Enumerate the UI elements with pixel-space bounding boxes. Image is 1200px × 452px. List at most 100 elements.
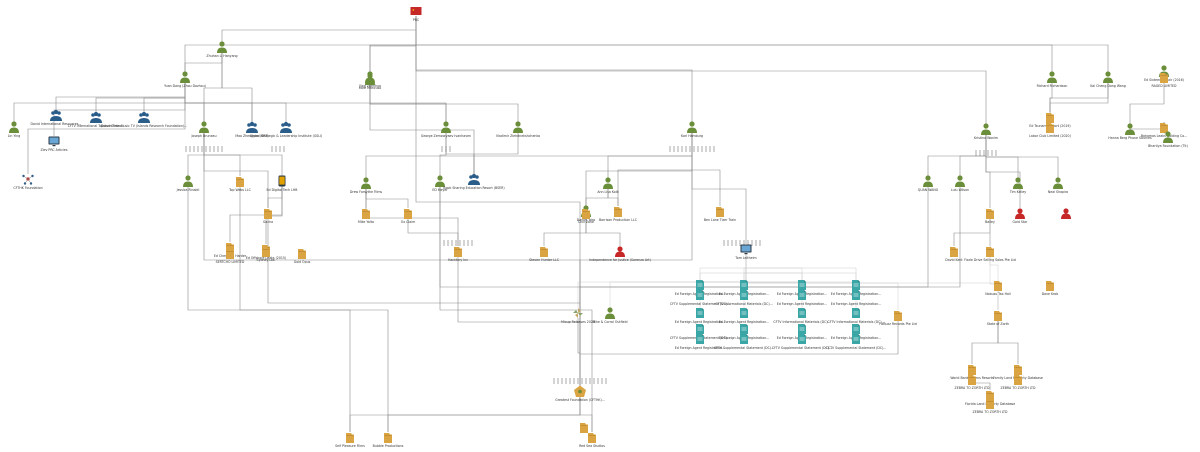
node-label: Ed Foreign Agent Registration... [718,320,770,324]
node-label: Zhuhan Li Hanyang [206,54,238,58]
edge-kai_cheng_hong-labor_hub[interactable] [1049,82,1109,122]
edge-kristina_wanim-gold_star[interactable] [985,134,1021,208]
node-label: Mike Yalta [358,220,374,224]
edge-tom_leitheim-cftv_info_2[interactable] [745,254,803,308]
doc-icon [693,287,707,301]
node-label: Ed Offshore Leaks (2015) [245,256,287,260]
person-icon [215,39,229,53]
edge-yuan_dang-cfthk[interactable] [27,82,186,174]
edge-tom_leitheim-mike_corral[interactable] [609,254,747,308]
doc-icon [795,331,809,345]
edge-ann_lisa-barrison[interactable] [607,188,619,206]
node-label: Yuan Dang (Zhou Dazhou) [164,84,206,88]
edge-gacha-cctv_studio[interactable] [267,218,581,386]
folder-icon [891,307,905,321]
folder-icon [579,205,593,219]
edge-karl_hamburg-tom_leitheim[interactable] [691,132,747,244]
edge-ed_meyer-red_sea_studios[interactable] [439,186,593,432]
folder-icon [991,307,1005,321]
edge-ed_digital_tech-ed_offshore_leaks[interactable] [265,186,283,244]
edge-karl_hamburg-ben_lane[interactable] [691,132,721,206]
doc-icon [737,277,751,291]
edge-prc-kai_cheng_hong[interactable] [415,16,1109,72]
node-label: ZEBRA TO ZORTH LTD [1000,386,1036,390]
edge-vladimir-book_sharing[interactable] [473,132,519,174]
person-icon [439,119,453,133]
edge-top_webs-bubble_productions[interactable] [239,186,389,432]
node-label: RAGED LIMITED [1151,84,1177,88]
doc-icon [849,305,863,319]
edge-prc-richard_richardson[interactable] [415,16,1053,72]
edge-quan_wang-cctv_studio[interactable] [579,186,929,386]
folder-icon [1011,371,1025,385]
folder-icon [381,429,395,443]
node-label: Kai Cheng Dong Wang [1090,84,1126,88]
graph-hubs [185,146,997,384]
folder-icon [343,429,357,443]
folder-icon [713,203,727,217]
edge-ed_meyer-cctv_studio[interactable] [439,186,581,386]
person-icon [1045,69,1059,83]
person-icon [181,173,195,187]
node-label: Mixup Releases 2020 [561,320,595,324]
node-label: Barrison Production LLC [599,218,637,222]
node-label: CFTHK Foundation [13,186,43,190]
folder-icon [1043,109,1057,123]
edge-lulu_wilson-cctv_studio[interactable] [579,186,961,386]
node-label: Mao Zhengyan (BRT) [235,134,269,138]
node-label: Drew Forsythe Films [349,190,383,194]
edge-ox_claim-hacktory[interactable] [407,218,459,246]
edge-prc-cctv_studio[interactable] [415,16,581,386]
node-label: Ying Zhenhua [359,84,381,88]
doc-icon [795,321,809,335]
person-icon [685,119,699,133]
node-label: Gold Star [1012,220,1028,224]
node-label: Gold Opus [293,260,311,264]
node-label: CFTV Supplemental Statement (DC)... [771,346,833,350]
node-label: Hacktory Inc [447,258,469,262]
node-label: David International Resources... [30,122,82,126]
node-label: Karl Hamburg [681,134,703,138]
node-label: CFTV Informational Materials (DC)... [715,302,773,306]
node-label: Lin Ying [7,134,21,138]
node-label: Ed Foreign Agent Registration... [674,346,726,350]
node-label: Neal Shapiro [1047,190,1069,194]
flag-icon: ★ [409,3,423,17]
node-label: Civil Zone [578,220,594,224]
edge-prc-karl_hamburg[interactable] [415,16,693,122]
edge-fiz_buzz_records-cctv_studio[interactable] [579,320,899,386]
person-icon [1101,69,1115,83]
edge-civil_zone-independence_fs[interactable] [585,218,621,246]
edge-mike_mancuso-book_sharing[interactable] [369,84,475,174]
folder-icon [359,205,373,219]
folder-icon [611,203,625,217]
person-icon [1051,175,1065,189]
node-label: Greatest Foundation (CFTHK)... [555,398,605,402]
edge-raged_limited-hanna_berg[interactable] [1129,82,1165,124]
person-icon [979,121,993,135]
edge-prc-ying_zhenhua[interactable] [369,16,417,72]
folder-icon [965,371,979,385]
node-label: CCTV Supplemental Statement (DC)... [825,346,887,350]
group-icon [137,109,151,123]
node-label: Ed Foreign Agent Registration... [830,302,882,306]
edge-joseph_bruneau-gacha[interactable] [203,132,269,208]
node-label: David Kent [945,258,963,262]
folder-icon [983,205,997,219]
phone-icon [275,173,289,187]
node-label: Global Strategic & Leadership Institute … [249,134,323,138]
edge-state_of_zorth-family_land[interactable] [997,320,1019,364]
folder-icon [537,243,551,257]
node-label: Red Sea Studios [579,444,605,448]
folder-icon [965,361,979,375]
node-label: Bailey [985,220,995,224]
person-icon [7,119,21,133]
doc-icon [849,287,863,301]
doc-icon [795,305,809,319]
edge-karl_hamburg-barrison[interactable] [617,132,693,206]
person-icon [1161,129,1175,143]
folder-icon [223,245,237,259]
edge-kristina_wanim-bailey[interactable] [985,134,991,208]
doc-icon [693,277,707,291]
node-label: Mike Mancuso [358,86,382,90]
